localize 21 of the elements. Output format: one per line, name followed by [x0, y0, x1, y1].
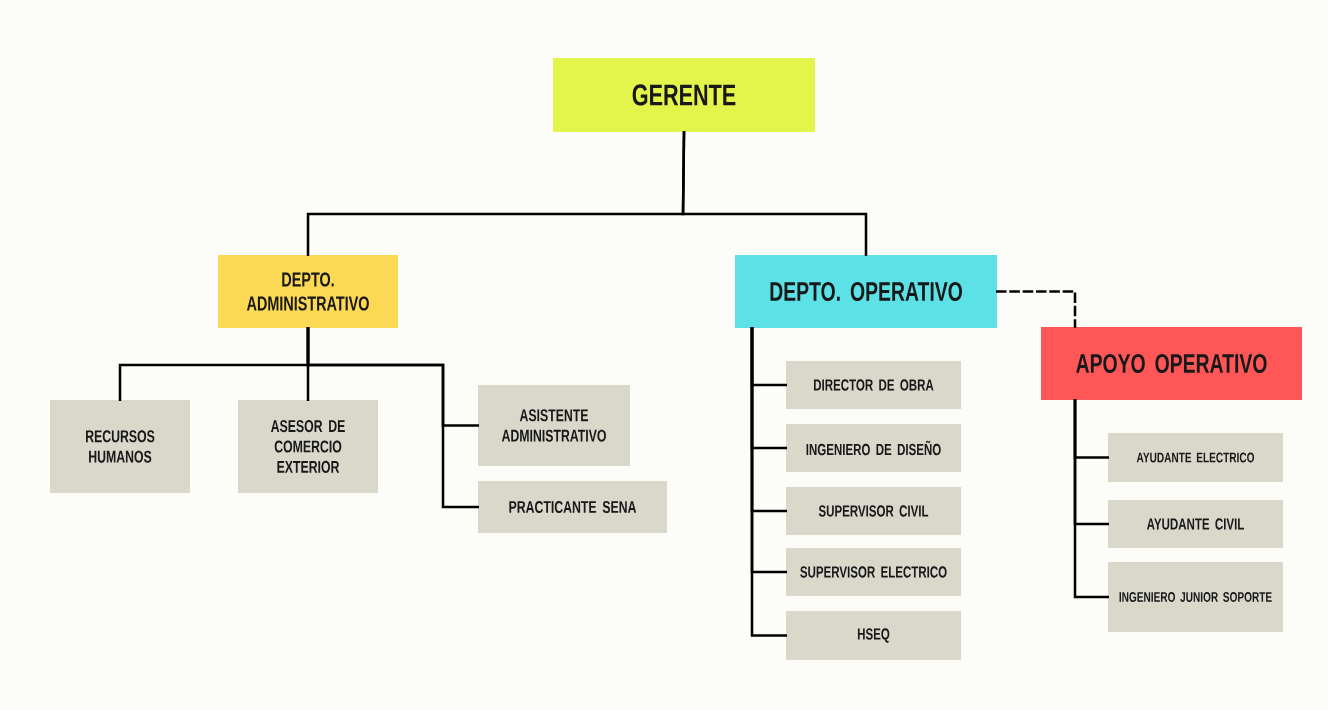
- department-box: APOYO OPERATIVO: [1041, 327, 1302, 400]
- position-box: DIRECTOR DE OBRA: [786, 361, 961, 409]
- connector-line: [306, 327, 479, 509]
- department-box: DEPTO. OPERATIVO: [735, 255, 997, 328]
- position-box: SUPERVISOR CIVIL: [786, 487, 961, 535]
- title-box: GERENTE: [553, 58, 815, 132]
- position-box: AYUDANTE ELECTRICO: [1108, 433, 1283, 482]
- connector-line: [750, 327, 787, 637]
- position-box: RECURSOS HUMANOS: [50, 400, 190, 493]
- position-box: SUPERVISOR ELECTRICO: [786, 548, 961, 596]
- position-box: ASISTENTE ADMINISTRATIVO: [478, 385, 630, 466]
- position-box: INGENIERO DE DISEÑO: [786, 424, 961, 472]
- dashed-connector: [996, 290, 1077, 328]
- position-box: ASESOR DE COMERCIO EXTERIOR: [238, 400, 378, 493]
- position-box: HSEQ: [786, 611, 961, 660]
- connector-line: [1073, 399, 1109, 599]
- connector-line: [681, 131, 868, 256]
- position-box: PRACTICANTE SENA: [478, 481, 667, 533]
- position-box: AYUDANTE CIVIL: [1108, 500, 1283, 548]
- position-box: INGENIERO JUNIOR SOPORTE: [1108, 562, 1283, 632]
- department-box: DEPTO. ADMINISTRATIVO: [218, 255, 398, 328]
